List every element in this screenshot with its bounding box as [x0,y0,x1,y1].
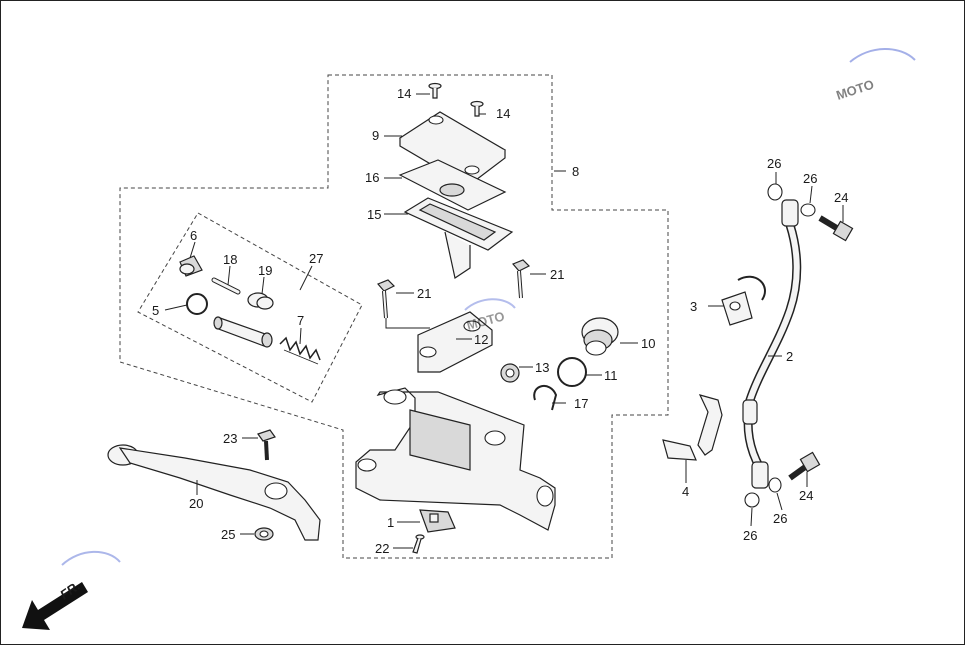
part-labels: 14 14 9 16 15 8 6 18 19 27 5 7 21 21 12 … [152,86,848,556]
label-21a: 21 [550,267,564,282]
boot-6-icon [179,255,203,277]
label-14a: 14 [397,86,411,101]
bracket-3-icon [721,275,766,326]
label-24b: 24 [799,488,813,503]
label-2: 2 [786,349,793,364]
label-3: 3 [690,299,697,314]
label-16: 16 [365,170,379,185]
assembly-outline-27 [137,212,363,403]
seal-19-icon [247,292,274,310]
bolt-13-icon [500,363,520,383]
leader-lines [164,93,844,549]
label-25: 25 [221,527,235,542]
front-arrow-icon [22,582,88,630]
spring-7-icon [279,336,321,365]
screw-14a-icon [428,82,442,99]
label-9: 9 [372,128,379,143]
label-7: 7 [297,313,304,328]
guide-4-icon [662,394,723,461]
brake-lever-20-icon [107,444,321,541]
label-8: 8 [572,164,579,179]
label-13: 13 [535,360,549,375]
circlip-5-icon [186,293,208,315]
label-5: 5 [152,303,159,318]
label-22: 22 [375,541,389,556]
diaphragm-16-icon [398,159,507,211]
label-26d: 26 [743,528,757,543]
watermark-bottom-left [61,550,121,566]
label-26a: 26 [767,156,781,171]
label-12: 12 [474,332,488,347]
clip-17-icon [533,385,558,411]
washer-26c-icon [768,477,782,493]
bolt-21a-icon [511,259,531,299]
plate-15-icon [403,197,514,279]
switch-1-icon [419,509,456,533]
nut-25-icon [254,527,274,541]
bolt-23-icon [257,429,276,461]
banjo-bolt-24b-icon [788,451,821,481]
label-24a: 24 [834,190,848,205]
label-26c: 26 [773,511,787,526]
piston-icon [213,316,273,348]
label-17: 17 [574,396,588,411]
banjo-bolt-24a-icon [818,215,854,242]
screw-14b-icon [470,100,484,117]
brake-hose-2-icon [742,199,802,489]
rod-18-icon [211,277,241,295]
label-21b: 21 [417,286,431,301]
label-18: 18 [223,252,237,267]
master-cylinder-body-icon [355,387,556,531]
label-20: 20 [189,496,203,511]
label-19: 19 [258,263,272,278]
label-14b: 14 [496,106,510,121]
washer-26b-icon [800,203,816,217]
reservoir-cap-9-icon [398,111,507,187]
assembly-outline-8 [119,74,669,559]
boot-10-icon [581,317,619,356]
oring-11-icon [557,357,587,387]
washer-26d-icon [744,492,760,508]
screw-22-icon [412,534,425,554]
label-26b: 26 [803,171,817,186]
clamp-12-icon [417,311,493,373]
label-1: 1 [387,515,394,530]
washer-26a-icon [767,183,783,201]
label-6: 6 [190,228,197,243]
bolt-21b-icon [376,279,396,319]
label-11: 11 [604,368,618,383]
label-15: 15 [367,207,381,222]
label-10: 10 [641,336,655,351]
label-27: 27 [309,251,323,266]
bolt-leader [385,318,430,329]
label-23: 23 [223,431,237,446]
label-4: 4 [682,484,689,499]
